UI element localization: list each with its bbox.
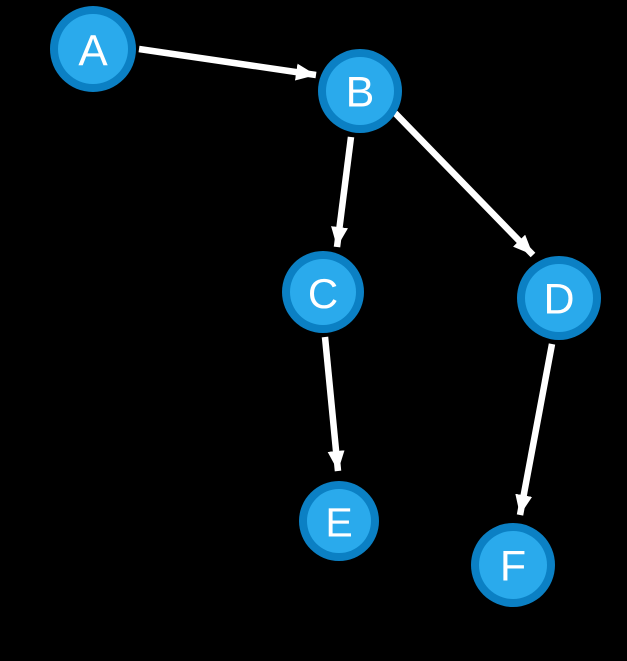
node-F[interactable]: F bbox=[471, 523, 555, 607]
edges-layer bbox=[138, 45, 556, 516]
node-A[interactable]: A bbox=[50, 6, 136, 92]
edge-A-B bbox=[138, 45, 317, 81]
edge-C-E bbox=[321, 336, 345, 472]
edge-B-D bbox=[392, 110, 536, 258]
node-B[interactable]: B bbox=[318, 49, 402, 133]
node-B-body bbox=[326, 57, 394, 125]
node-D[interactable]: D bbox=[517, 256, 601, 340]
node-E-body bbox=[307, 489, 371, 553]
nodes-layer: A B C D E F bbox=[50, 6, 601, 607]
edge-D-F bbox=[515, 343, 556, 516]
node-C-body bbox=[290, 259, 356, 325]
node-E[interactable]: E bbox=[299, 481, 379, 561]
node-A-body bbox=[58, 14, 128, 84]
node-D-body bbox=[525, 264, 593, 332]
node-F-body bbox=[479, 531, 547, 599]
edge-B-C bbox=[331, 136, 355, 248]
node-C[interactable]: C bbox=[282, 251, 364, 333]
